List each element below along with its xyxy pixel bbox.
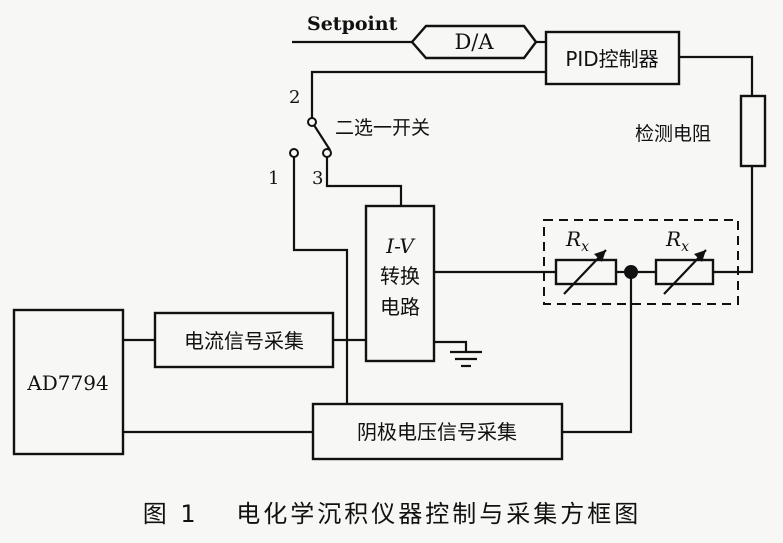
junction-node xyxy=(624,265,638,279)
switch-pin3-label: 3 xyxy=(312,168,323,189)
switch-pin2-terminal xyxy=(307,117,317,127)
junction-to-cathode-wire xyxy=(562,272,633,434)
pid-controller-block xyxy=(544,30,681,86)
adc-block xyxy=(12,308,125,456)
sample-dashed-group xyxy=(543,219,739,305)
da-converter-block xyxy=(410,24,538,60)
current-acq-block xyxy=(153,311,335,369)
pid-label: PID控制器 xyxy=(565,47,658,71)
iv-label-line3: 电路 xyxy=(380,295,420,319)
rx1-arrow-head xyxy=(594,250,606,262)
rx2-arrow-head xyxy=(694,250,706,262)
cathode-acq-block xyxy=(311,402,564,461)
rx1-label: Rx xyxy=(565,227,589,255)
sense-resistor-block xyxy=(739,94,767,168)
pid-to-sense-wire xyxy=(679,55,754,96)
pin1-wire xyxy=(292,156,349,403)
cathode-acq-label: 阴极电压信号采集 xyxy=(357,420,517,444)
iv-label-line2: 转换 xyxy=(380,264,420,288)
setpoint-label: Setpoint xyxy=(307,13,398,35)
switch-blade xyxy=(311,121,331,151)
switch-pin2-label: 2 xyxy=(289,87,300,108)
sense-to-rx-wire xyxy=(713,166,754,274)
switch-name-label: 二选一开关 xyxy=(335,117,430,139)
pin3-wire xyxy=(325,156,403,206)
iv-ground-wire xyxy=(434,340,468,352)
pid-to-switch-wire xyxy=(310,70,546,118)
switch-pin3-terminal xyxy=(322,148,332,158)
sense-resistor-label: 检测电阻 xyxy=(635,123,711,145)
current-acq-label: 电流信号采集 xyxy=(184,329,304,353)
adc-label: AD7794 xyxy=(26,371,108,395)
switch-pin1-terminal xyxy=(289,148,299,158)
figure-caption: 图 1 电化学沉积仪器控制与采集方框图 xyxy=(143,500,642,528)
switch-pin1-label: 1 xyxy=(268,168,279,189)
iv-label-line1: I-V xyxy=(385,234,416,258)
rx2-label: Rx xyxy=(665,227,689,255)
iv-converter-block xyxy=(364,204,436,363)
da-label: D/A xyxy=(454,30,494,54)
